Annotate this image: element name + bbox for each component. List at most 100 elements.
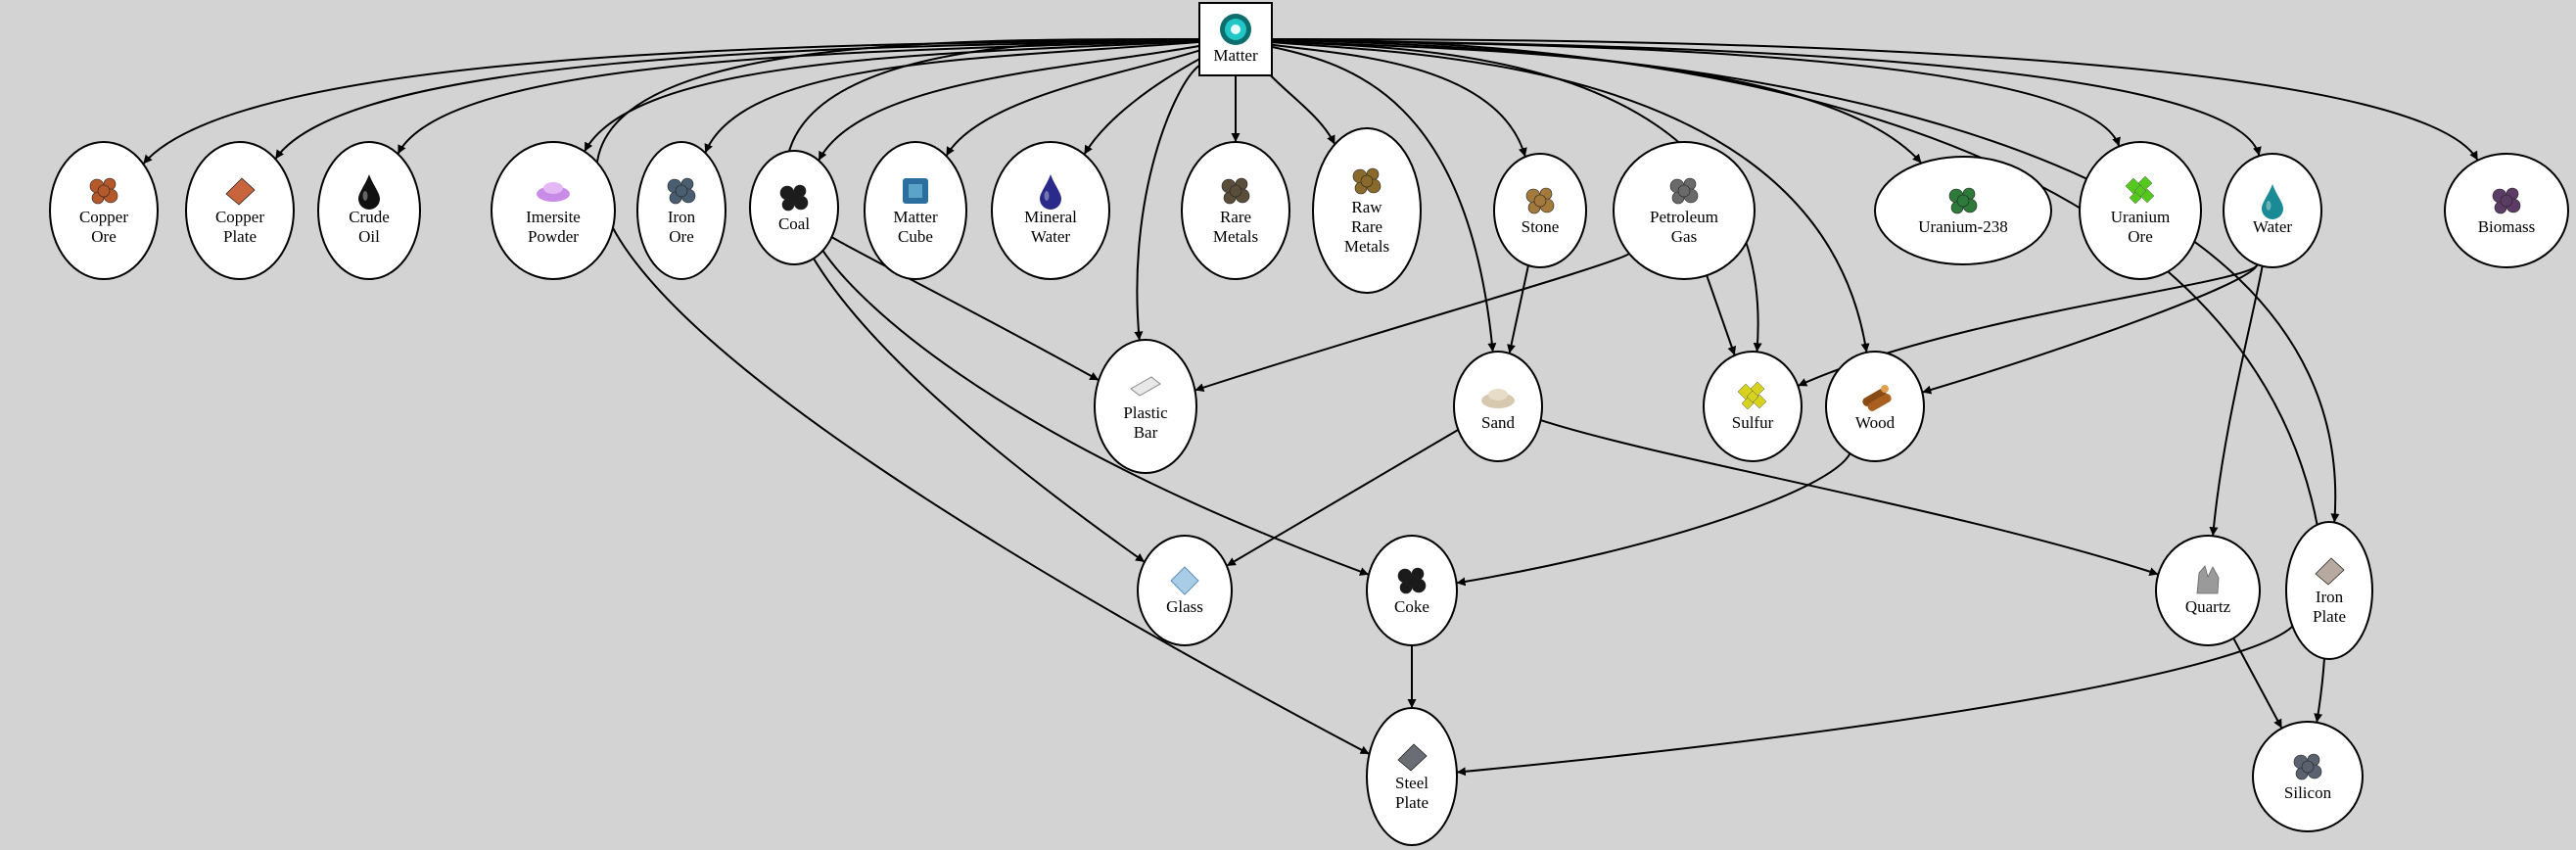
node-label: Biomass (2478, 217, 2536, 236)
quartz-icon (2196, 565, 2220, 594)
edge-matter-to-matter-cube (945, 49, 1200, 157)
node-uranium-238[interactable]: Uranium-238 (1874, 156, 2052, 265)
edge-water-to-wood (1922, 263, 2259, 395)
node-shape (2079, 141, 2202, 280)
coke-icon (1397, 567, 1427, 594)
matter-cube-icon (903, 178, 928, 204)
node-shape (1493, 153, 1587, 268)
node-label: Petroleum (1650, 208, 1718, 226)
edge-matter-to-sand (1271, 45, 1497, 353)
node-label: Plastic (1123, 403, 1168, 422)
edge-quartz-to-silicon (2232, 638, 2283, 730)
nodes-layer: MatterCopperOreCopperPlateCrudeOilImersi… (49, 2, 2569, 846)
node-label: Cube (898, 227, 933, 246)
node-coal[interactable]: Coal (749, 150, 839, 265)
node-label: Glass (1166, 597, 1203, 616)
node-label: Metals (1344, 237, 1389, 256)
node-label: Iron (668, 208, 696, 226)
edge-matter-to-glass (784, 38, 1200, 563)
node-label: Stone (1522, 217, 1560, 236)
node-label: Mineral (1024, 208, 1077, 226)
node-shape (317, 141, 421, 280)
node-label: Ore (669, 227, 693, 246)
node-shape (749, 150, 839, 265)
node-label: Uranium (2111, 208, 2170, 226)
node-label: Rare (1220, 208, 1251, 226)
crude-oil-icon (358, 174, 380, 210)
petroleum-gas-icon (1669, 177, 1699, 205)
node-label: Matter (893, 208, 938, 226)
node-label: Quartz (2185, 597, 2231, 616)
node-quartz[interactable]: Quartz (2155, 535, 2261, 646)
edge-matter-to-steel-plate (595, 37, 1371, 755)
node-sulfur[interactable]: Sulfur (1703, 351, 1803, 462)
node-label: Copper (215, 208, 264, 226)
node-label: Raw (1351, 198, 1382, 216)
edge-matter-to-mineral-water (1083, 58, 1200, 156)
edge-stone-to-sand (1507, 264, 1529, 354)
node-shape (2444, 153, 2569, 268)
uranium-238-icon (1948, 187, 1978, 214)
node-stone[interactable]: Stone (1493, 153, 1587, 268)
wood-icon (1862, 385, 1892, 411)
node-label: Water (2253, 217, 2292, 236)
node-matter[interactable]: Matter (1198, 2, 1273, 76)
node-glass[interactable]: Glass (1137, 535, 1233, 646)
node-shape (1366, 707, 1458, 846)
node-shape (991, 141, 1110, 280)
matter-icon (1220, 14, 1251, 45)
edge-iron-plate-to-steel-plate (1456, 625, 2294, 777)
coal-icon (779, 184, 809, 212)
node-wood[interactable]: Wood (1825, 351, 1925, 462)
node-shape (1874, 156, 2052, 265)
node-label: Powder (528, 227, 579, 246)
sand-icon (1481, 389, 1515, 408)
silicon-icon (2293, 753, 2322, 780)
node-biomass[interactable]: Biomass (2444, 153, 2569, 268)
node-shape (491, 141, 616, 280)
node-label: Ore (2128, 227, 2152, 246)
edge-matter-to-uranium-ore (1271, 38, 2121, 147)
node-label: Gas (1671, 227, 1697, 246)
node-water[interactable]: Water (2223, 153, 2322, 268)
edge-petroleum-gas-to-plastic-bar (1194, 253, 1630, 393)
node-label: Bar (1134, 423, 1158, 442)
node-shape (1094, 339, 1197, 474)
node-label: Oil (358, 227, 380, 246)
edge-matter-to-silicon (1271, 38, 2327, 723)
edge-matter-to-copper-ore (142, 38, 1200, 165)
rare-metals-icon (1221, 177, 1250, 205)
node-label: Plate (2313, 607, 2346, 626)
node-shape (2252, 721, 2364, 832)
node-label: Rare (1351, 217, 1382, 236)
glass-icon (1170, 566, 1199, 595)
node-silicon[interactable]: Silicon (2252, 721, 2364, 832)
node-shape (185, 141, 295, 280)
node-shape (1703, 351, 1803, 462)
steel-plate-icon (1397, 743, 1428, 772)
node-label: Matter (1213, 46, 1258, 65)
node-label: Plate (1395, 793, 1429, 812)
edge-matter-to-crude-oil (397, 39, 1200, 155)
node-shape (864, 141, 967, 280)
node-sand[interactable]: Sand (1453, 351, 1543, 462)
node-coke[interactable]: Coke (1366, 535, 1458, 646)
biomass-icon (2492, 187, 2521, 214)
node-shape (1613, 141, 1756, 280)
plastic-bar-icon (1130, 376, 1161, 397)
